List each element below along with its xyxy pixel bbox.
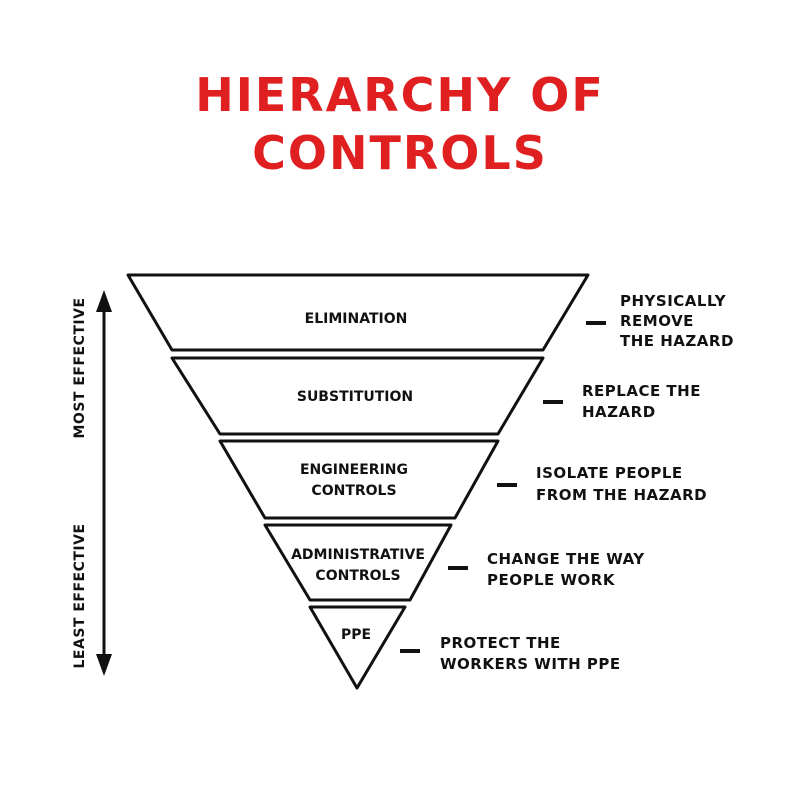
level-description: HAZARD: [582, 403, 656, 421]
level-description: THE HAZARD: [620, 332, 734, 350]
level-descriptions: PHYSICALLY REMOVE THE HAZARD REPLACE THE HAZ…: [400, 292, 734, 673]
pyramid-level-1: [126, 273, 590, 352]
level-description: CHANGE THE WAY: [487, 550, 645, 568]
level-label: ELIMINATION: [305, 311, 408, 327]
level-description: PEOPLE WORK: [487, 571, 616, 589]
level-description: FROM THE HAZARD: [536, 486, 707, 504]
pyramid: ELIMINATION SUBSTITUTION ENGINEERING CONTRO…: [126, 273, 590, 690]
level-label: ENGINEERING: [300, 462, 408, 478]
level-description: PROTECT THE: [440, 634, 561, 652]
level-description: ISOLATE PEOPLE: [536, 464, 683, 482]
arrow-up-icon: [96, 290, 112, 312]
level-label: SUBSTITUTION: [297, 389, 413, 405]
level-description: REMOVE: [620, 312, 694, 330]
level-label: PPE: [341, 627, 371, 643]
level-label: CONTROLS: [315, 568, 400, 584]
pyramid-level-3: [218, 439, 500, 520]
pyramid-level-5: [308, 605, 407, 690]
level-description: WORKERS WITH PPE: [440, 655, 621, 673]
axis-top-label: MOST EFFECTIVE: [72, 297, 88, 438]
effectiveness-axis: MOST EFFECTIVE LEAST EFFECTIVE: [72, 290, 112, 676]
level-description: REPLACE THE: [582, 382, 701, 400]
level-label: CONTROLS: [311, 483, 396, 499]
pyramid-level-2: [170, 356, 545, 436]
title-line-1: HIERARCHY OF: [195, 68, 605, 122]
title-line-2: CONTROLS: [252, 126, 548, 180]
pyramid-level-4: [263, 523, 453, 602]
level-description: PHYSICALLY: [620, 292, 727, 310]
level-label: ADMINISTRATIVE: [291, 547, 425, 563]
arrow-down-icon: [96, 654, 112, 676]
axis-bottom-label: LEAST EFFECTIVE: [72, 523, 88, 668]
